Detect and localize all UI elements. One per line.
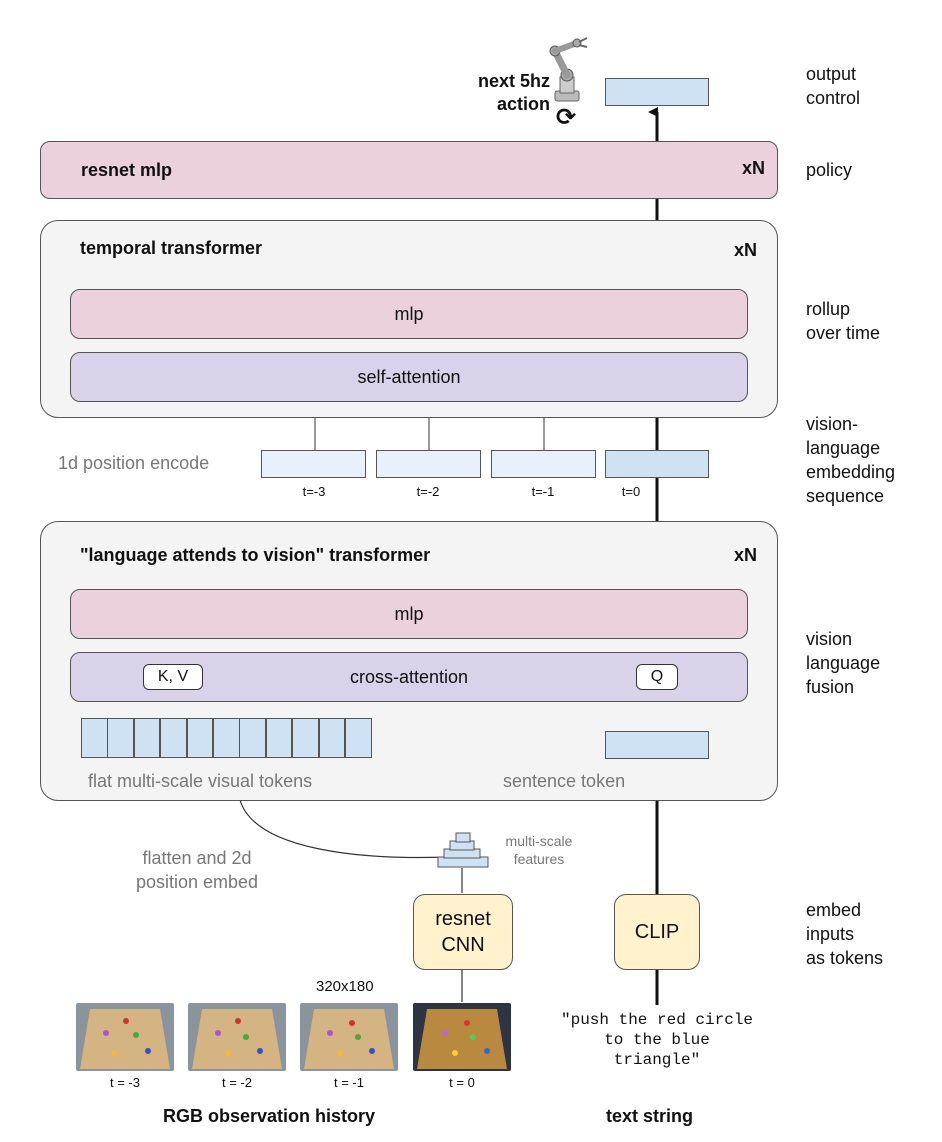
frame-label-t-3: t = -3: [110, 1075, 140, 1090]
text-line3: triangle": [613, 1051, 701, 1069]
time-label-t-3: t=-3: [302, 484, 326, 499]
side-embed-line2: inputs: [806, 924, 855, 944]
side-embed-line3: as tokens: [806, 948, 884, 968]
flatten-line1: flatten and 2d: [142, 848, 252, 868]
text-string-value: "push the red circle to the blue triangl…: [530, 1010, 784, 1070]
visual-token: [160, 718, 187, 758]
next-action-label: next 5hz action: [440, 70, 550, 116]
clip-encoder: CLIP: [614, 894, 700, 970]
sentence-token: [605, 731, 709, 759]
policy-title: resnet mlp: [81, 159, 173, 180]
refresh-icon: ⟳: [555, 103, 577, 131]
time-token-t-2: [376, 450, 481, 478]
side-vlf-line3: fusion: [806, 677, 855, 697]
q-tag: Q: [636, 664, 678, 690]
multi-scale-label: multi-scale features: [494, 832, 584, 868]
observation-frame-t-2: [188, 1003, 286, 1071]
frame-label-t-1: t = -1: [334, 1075, 364, 1090]
temporal-title: temporal transformer: [80, 238, 263, 258]
visual-tokens-label: flat multi-scale visual tokens: [88, 771, 313, 791]
visual-token: [81, 718, 108, 758]
fusion-title: "language attends to vision" transformer: [80, 545, 431, 565]
side-label-output-control: output control: [806, 62, 860, 110]
policy-block: resnet mlp xN: [40, 141, 778, 199]
side-vle-line4: sequence: [806, 486, 885, 506]
side-label-policy: policy: [806, 158, 852, 182]
time-label-t0: t=0: [621, 484, 641, 499]
kv-tag-label: K, V: [157, 668, 189, 685]
kv-tag: K, V: [143, 664, 203, 690]
side-rollup-line1: rollup: [806, 299, 851, 319]
visual-token: [292, 718, 319, 758]
side-output-line1: output: [806, 64, 857, 84]
text-line1: "push the red circle: [560, 1011, 754, 1029]
visual-token: [265, 718, 293, 758]
fusion-repeat: xN: [734, 545, 758, 565]
multi-scale-line2: features: [513, 851, 565, 867]
temporal-repeat: xN: [734, 240, 758, 260]
sentence-token-label: sentence token: [503, 771, 626, 791]
time-label-t-1: t=-1: [531, 484, 555, 499]
position-encode-label: 1d position encode: [58, 453, 210, 473]
feature-pyramid-icon: [437, 832, 489, 868]
side-label-rollup: rollup over time: [806, 297, 880, 345]
frame-label-t0: t = 0: [449, 1075, 475, 1090]
cross-attention: cross-attention: [70, 652, 748, 702]
side-label-vl-fusion: vision language fusion: [806, 627, 880, 699]
clip-label: CLIP: [634, 921, 680, 943]
flatten-label: flatten and 2d position embed: [112, 846, 282, 894]
flatten-line2: position embed: [135, 872, 259, 892]
self-attention-label: self-attention: [357, 366, 461, 387]
frame-label-t-2: t = -2: [222, 1075, 252, 1090]
self-attention: self-attention: [70, 352, 748, 402]
observations-caption: RGB observation history: [163, 1106, 376, 1126]
observation-frame-t-1: [300, 1003, 398, 1071]
policy-repeat: xN: [741, 158, 765, 178]
side-vlf-line2: language: [806, 653, 881, 673]
resnet-line2: CNN: [441, 934, 485, 956]
cross-attention-label: cross-attention: [349, 666, 469, 687]
time-token-t-1: [491, 450, 596, 478]
visual-token: [213, 718, 240, 758]
visual-token: [107, 718, 134, 758]
resolution-label: 320x180: [316, 978, 374, 995]
side-output-line2: control: [806, 88, 861, 108]
side-vle-line2: language: [806, 438, 881, 458]
side-policy-line1: policy: [806, 160, 853, 180]
visual-token: [133, 718, 161, 758]
side-embed-line1: embed: [806, 900, 862, 920]
observation-frame-t-3: [76, 1003, 174, 1071]
temporal-mlp: mlp: [70, 289, 748, 339]
q-tag-label: Q: [650, 668, 664, 685]
side-vle-line1: vision-: [806, 414, 859, 434]
visual-token: [318, 718, 346, 758]
resnet-cnn-encoder: resnet CNN: [413, 894, 513, 970]
side-vle-line3: embedding: [806, 462, 896, 482]
side-label-vl-embedding: vision- language embedding sequence: [806, 412, 895, 508]
time-token-t0: [605, 450, 709, 478]
robot-arm-icon: [549, 37, 588, 102]
time-token-t-3: [261, 450, 366, 478]
visual-token: [239, 718, 266, 758]
text-string-caption: text string: [606, 1106, 694, 1126]
temporal-mlp-label: mlp: [394, 303, 424, 324]
next-action-line2: action: [496, 94, 550, 114]
multi-scale-line1: multi-scale: [505, 833, 573, 849]
observation-frame-t0: [413, 1003, 511, 1071]
resnet-line1: resnet: [435, 908, 491, 930]
side-rollup-line2: over time: [806, 323, 881, 343]
visual-token: [345, 718, 372, 758]
side-vlf-line1: vision: [806, 629, 853, 649]
visual-token: [186, 718, 214, 758]
output-token: [605, 78, 709, 106]
fusion-mlp-label: mlp: [394, 603, 424, 624]
text-line2: to the blue: [604, 1031, 710, 1049]
next-action-line1: next 5hz: [477, 71, 550, 91]
fusion-mlp: mlp: [70, 589, 748, 639]
side-label-embed-inputs: embed inputs as tokens: [806, 898, 883, 970]
time-label-t-2: t=-2: [416, 484, 440, 499]
